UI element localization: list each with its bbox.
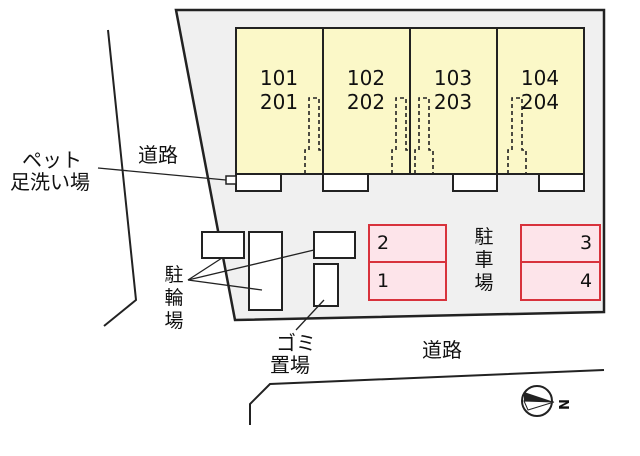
- parking-space: [520, 261, 601, 301]
- parking-space: [368, 261, 447, 301]
- unit-number-upper: 101: [259, 66, 299, 90]
- bicycle-parking-label: 駐 輪 場: [164, 264, 184, 332]
- compass-north-label: N: [554, 399, 570, 410]
- parking-space-number: 3: [580, 232, 593, 254]
- compass-icon: [521, 385, 555, 417]
- bicycle-parking-box: [201, 231, 245, 259]
- road-edge-left: [103, 29, 138, 327]
- unit-label-3: 103 203: [413, 66, 493, 114]
- unit-number-lower: 203: [433, 90, 473, 114]
- parking-right: [520, 224, 601, 301]
- parking-left: [368, 224, 447, 301]
- road-label-upper: 道路: [138, 143, 178, 167]
- unit-number-upper: 103: [433, 66, 473, 90]
- parking-space-number: 2: [377, 232, 390, 254]
- foot-wash-label-line2: 足洗い場: [10, 170, 90, 194]
- unit-number-lower: 204: [520, 90, 560, 114]
- parking-label: 駐 車 場: [474, 226, 494, 294]
- entrances: [235, 173, 585, 192]
- foot-wash-label-line1: ペット: [22, 148, 82, 172]
- garbage-leader: [295, 299, 325, 331]
- road-label-lower: 道路: [422, 338, 462, 362]
- unit-number-upper: 104: [520, 66, 560, 90]
- bicycle-parking-box: [248, 231, 283, 311]
- unit-number-upper: 102: [346, 66, 386, 90]
- parking-space-number: 4: [580, 270, 593, 292]
- garbage-label-line1: ゴミ: [276, 331, 316, 355]
- unit-label-4: 104 204: [500, 66, 580, 114]
- unit-label-1: 101 201: [239, 66, 319, 114]
- parking-space-number: 1: [377, 270, 390, 292]
- foot-wash-marker: [225, 175, 237, 185]
- unit-label-2: 102 202: [326, 66, 406, 114]
- garbage-label-line2: 置場: [270, 353, 310, 377]
- parking-space: [520, 224, 601, 263]
- stair-outlines: [304, 97, 527, 174]
- unit-number-lower: 201: [259, 90, 299, 114]
- unit-number-lower: 202: [346, 90, 386, 114]
- road-edge-bottom: [249, 369, 605, 425]
- foot-wash-leader: [97, 167, 227, 181]
- bicycle-parking-box: [313, 231, 356, 259]
- bicycle-parking-leaders: [187, 249, 315, 291]
- garbage-box: [313, 263, 339, 307]
